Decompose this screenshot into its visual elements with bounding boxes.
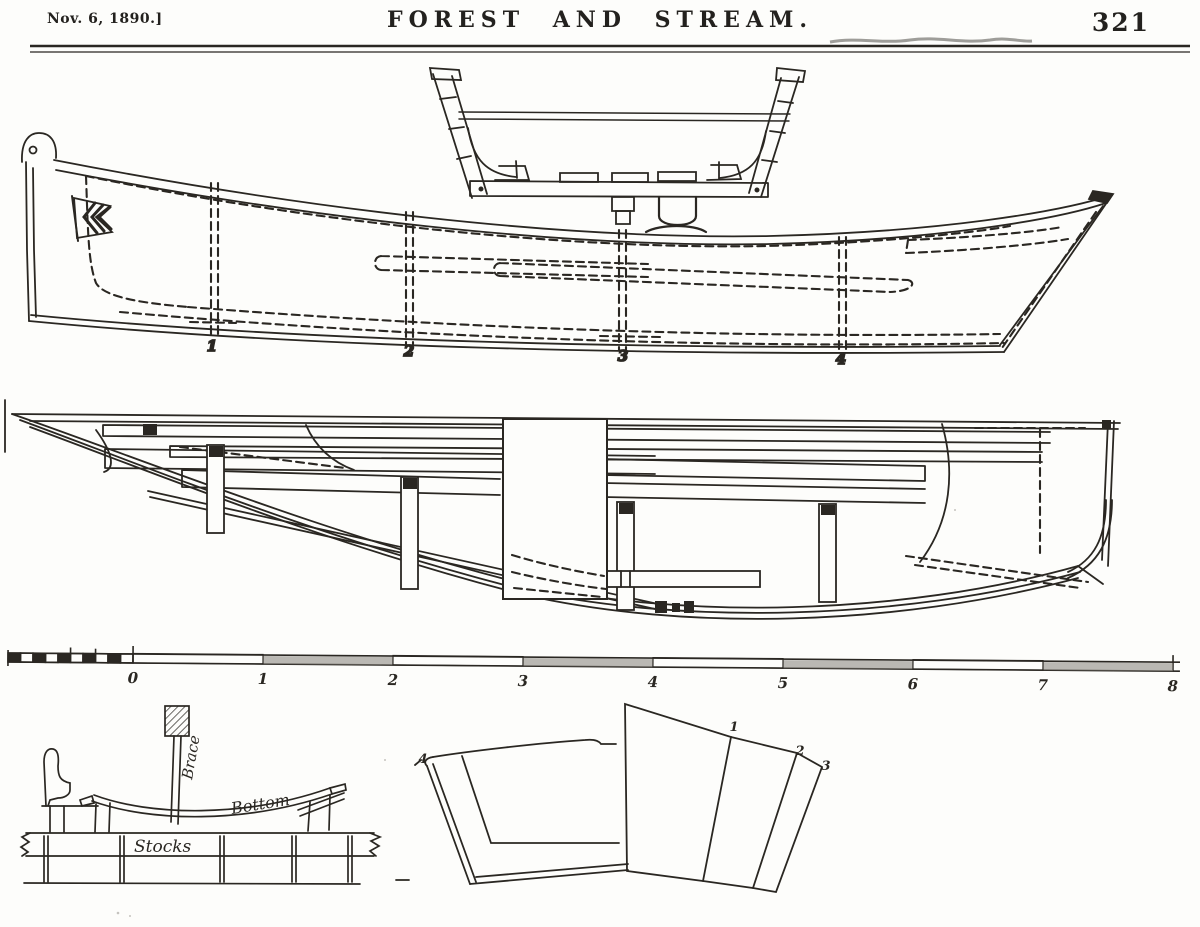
brace-pad xyxy=(164,705,190,737)
dashed-construction-lines xyxy=(84,174,1098,352)
station-label-4: 4 xyxy=(836,350,846,368)
stocks-label: Stocks xyxy=(134,837,192,857)
ruler-foot-segments xyxy=(132,652,1173,672)
pattern-diagram: 1 2 3 4 xyxy=(395,702,831,894)
scale-ruler: 0 1 2 3 4 5 6 7 8 xyxy=(7,645,1181,695)
ruler-label-0: 0 xyxy=(128,669,139,687)
thwart-posts xyxy=(206,444,837,611)
pattern-label-4: 4 xyxy=(418,752,427,767)
ruler-label-5: 5 xyxy=(778,674,789,692)
station-label-2: 2 xyxy=(403,342,414,360)
masthead-title: FOREST AND STREAM. xyxy=(386,7,814,33)
pattern-label-1: 1 xyxy=(729,720,738,735)
masthead-rule xyxy=(30,37,1190,53)
ruler-label-1: 1 xyxy=(258,670,269,688)
side-elevation-drawing: 1 2 3 4 xyxy=(21,132,1115,369)
ruler-label-8: 8 xyxy=(1168,677,1179,695)
page-number: 321 xyxy=(1091,8,1150,37)
station-label-3: 3 xyxy=(618,347,628,365)
scan-specks xyxy=(116,509,956,917)
pennant-flag-icon xyxy=(71,195,114,242)
stocks-diagram: Brace Bottom Stocks xyxy=(19,705,383,885)
stern-structure xyxy=(904,420,1115,590)
pattern-label-2: 2 xyxy=(794,744,804,759)
bottom-label: Bottom xyxy=(229,790,291,818)
pattern-label-3: 3 xyxy=(821,759,830,774)
stem-hole xyxy=(28,145,38,155)
scan-smudge xyxy=(829,37,1033,44)
centre-board xyxy=(502,418,608,600)
issue-date: Nov. 6, 1890.] xyxy=(47,11,163,27)
station-label-1: 1 xyxy=(207,337,217,355)
ruler-inch-blocks xyxy=(7,647,134,664)
ruler-label-3: 3 xyxy=(518,672,529,690)
ruler-label-6: 6 xyxy=(908,675,919,693)
ruler-label-7: 7 xyxy=(1038,676,1049,694)
ruler-label-2: 2 xyxy=(387,671,399,689)
ruler-label-4: 4 xyxy=(648,673,659,691)
keel-fitting xyxy=(655,601,694,613)
interior-view-drawing xyxy=(4,399,1121,620)
cross-section-drawing xyxy=(428,67,807,234)
brace-label: Brace xyxy=(178,734,204,782)
